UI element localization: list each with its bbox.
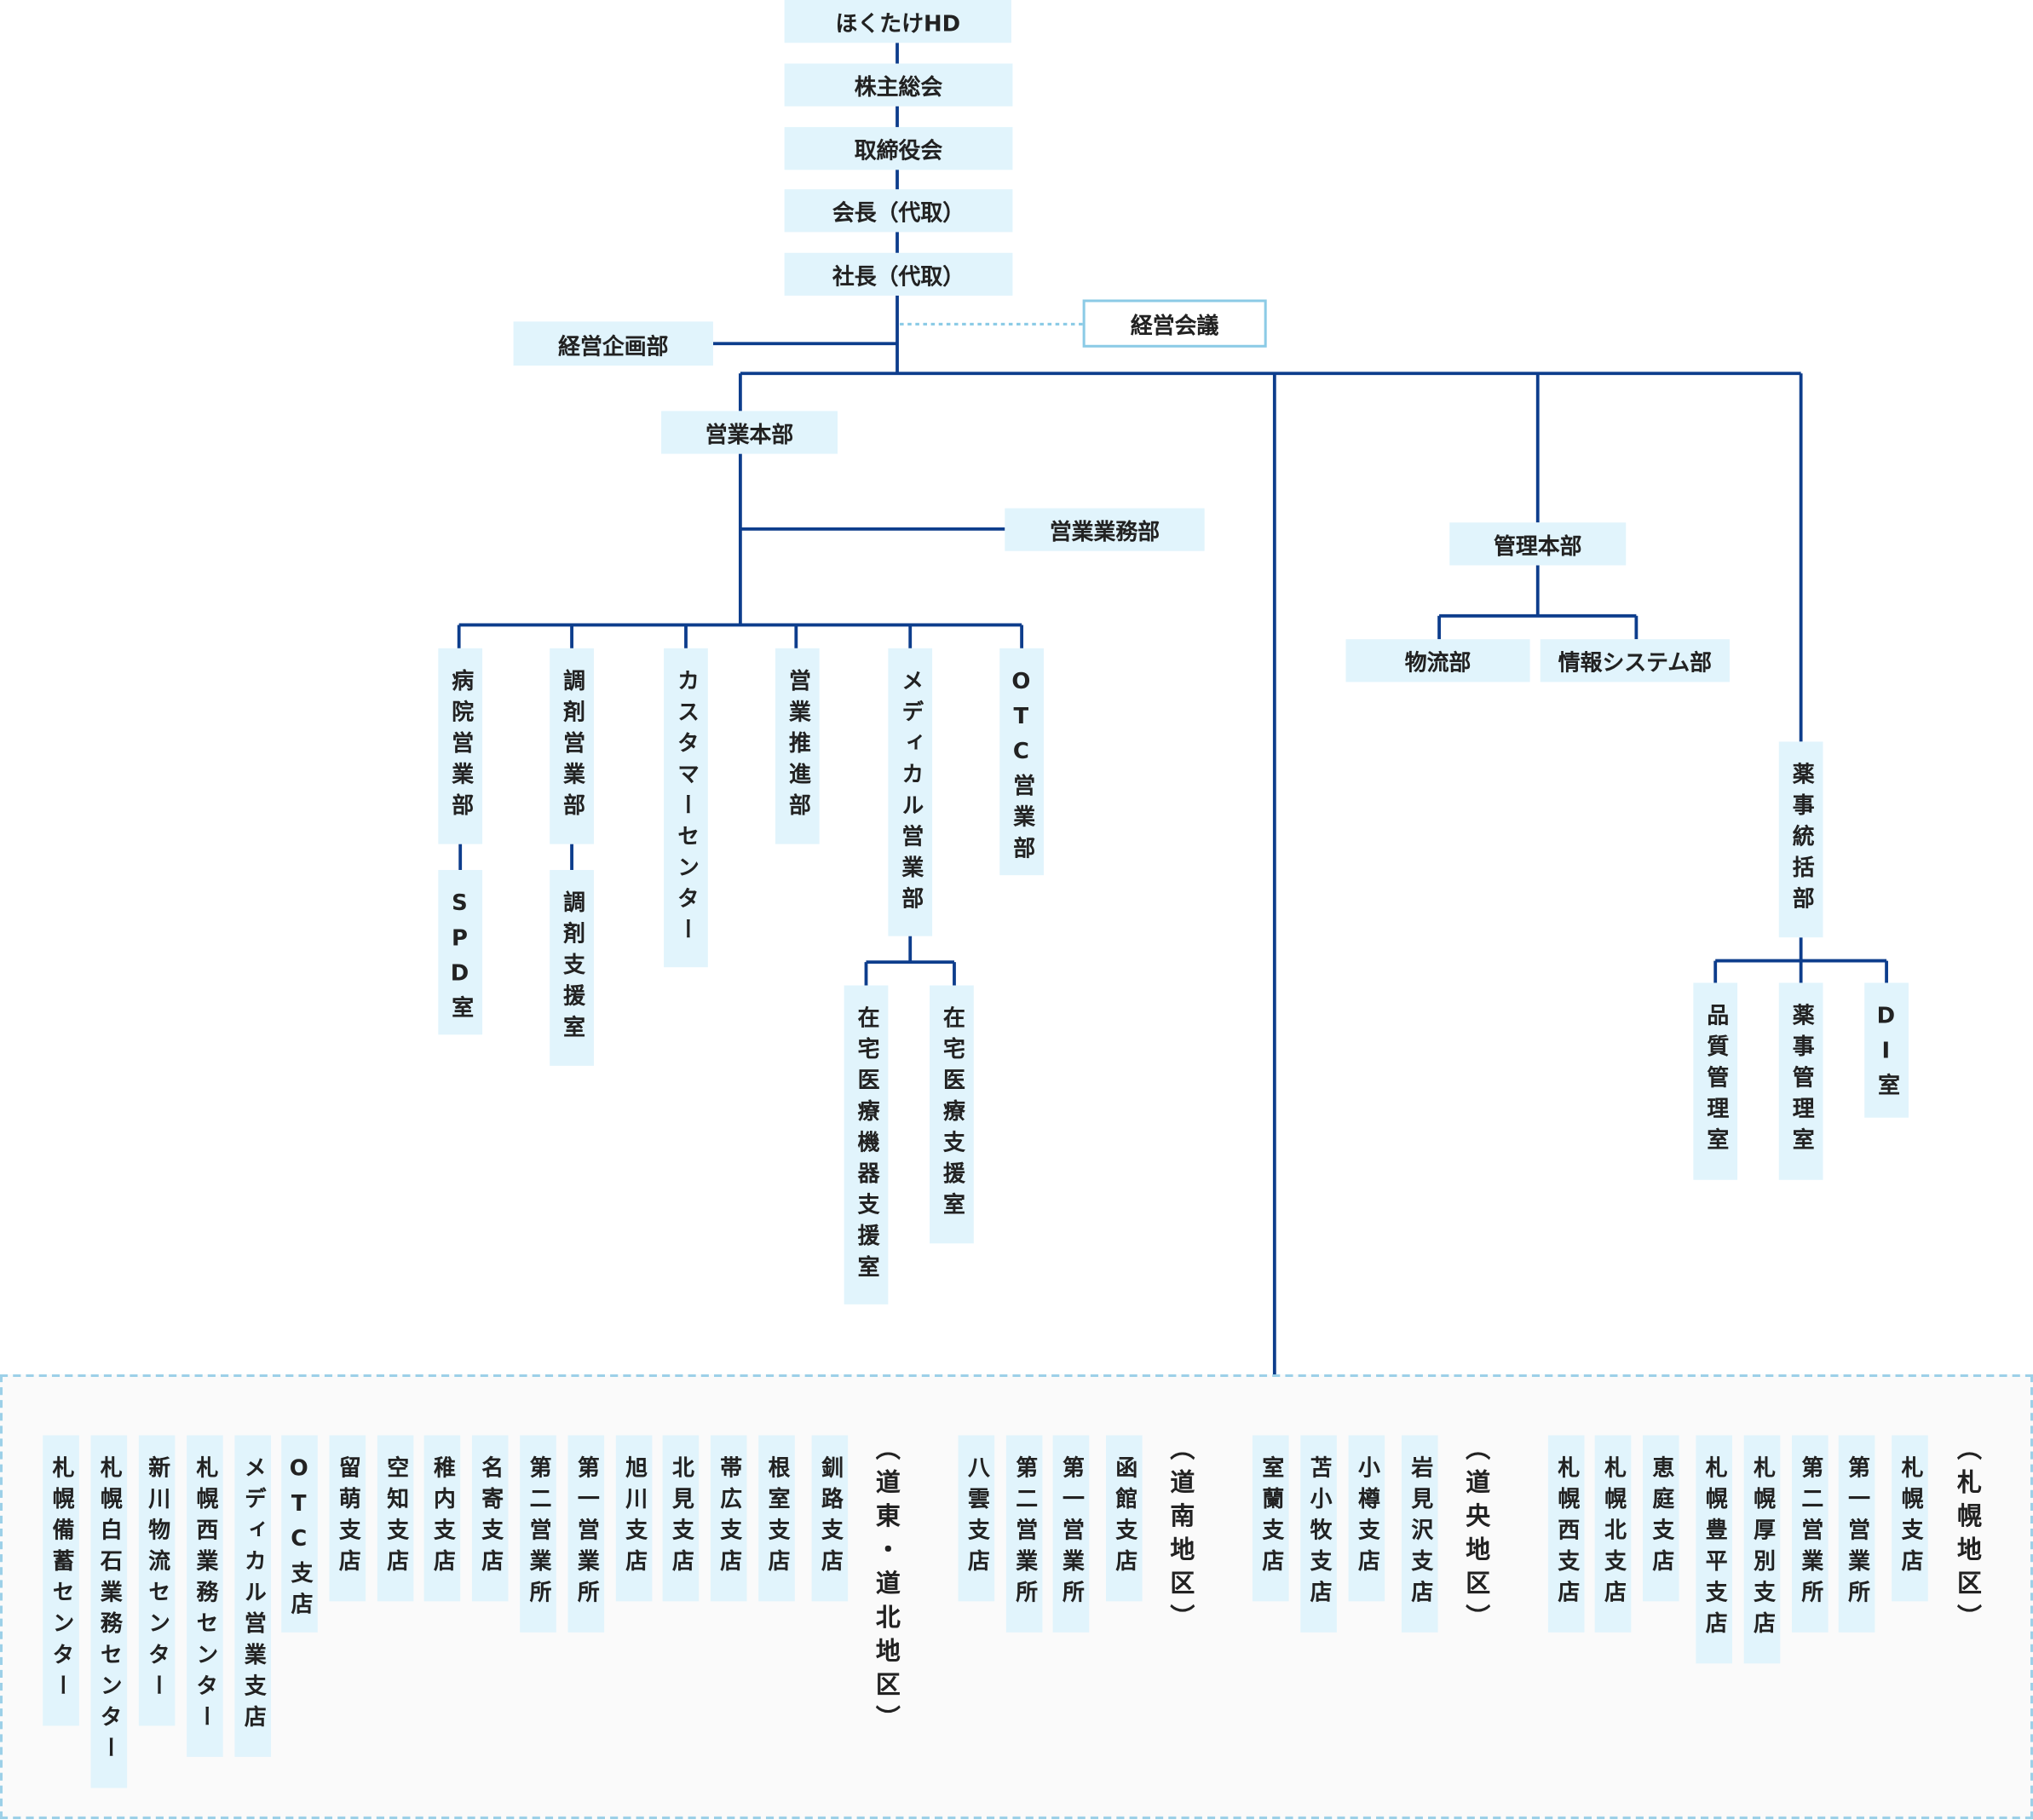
branch-node: 札幌北支店 [1594,1435,1632,1633]
node-sales-promotion: 営業推進部 [775,648,820,844]
branch-node: 稚内支店 [423,1435,461,1602]
node-logistics: 物流部 [1345,639,1530,682]
branch-node: 室蘭支店 [1252,1435,1289,1602]
branch-node: 空知支店 [377,1435,414,1602]
node-medical-sales: メディカル営業部 [888,648,933,936]
node-sales-ops: 営業業務部 [1005,508,1205,551]
branch-node: 釧路支店 [811,1435,849,1602]
node-otc-sales: OTC営業部 [999,648,1044,876]
node-planning-dept: 経営企画部 [513,321,713,366]
node-customer-center: カスタマーセンター [664,648,708,968]
branch-node: 札幌支店 [1892,1435,1928,1602]
branch-node: 第二営業所 [1005,1435,1043,1633]
region-label: （道央地区） [1461,1435,1491,1638]
node-hospital-sales: 病院営業部 [438,648,483,844]
branch-node: 北見支店 [662,1435,700,1602]
node-sales-hq: 営業本部 [661,411,838,454]
node-chairman: 会長（代取） [784,189,1013,233]
region-label: （道東・道北地区） [872,1435,901,1739]
branch-node: OTC支店 [281,1435,318,1633]
node-it: 情報システム部 [1540,639,1730,682]
branch-node: 岩見沢支店 [1401,1435,1438,1633]
node-shareholders-meeting: 株主総会 [784,63,1013,107]
branch-node: 第一営業所 [1838,1435,1875,1633]
branch-node: 小樽支店 [1348,1435,1385,1602]
node-quality: 品質管理室 [1693,982,1738,1180]
branch-node: 札幌豊平支店 [1696,1435,1732,1664]
node-dispensing-sales: 調剤営業部 [550,648,594,844]
branch-node: 札幌備蓄センター [43,1435,79,1726]
branch-node: 第一営業所 [567,1435,605,1633]
node-di: DI室 [1864,982,1909,1118]
branch-node: 旭川支店 [615,1435,653,1602]
branch-node: 札幌西支店 [1547,1435,1585,1633]
branch-node: 札幌西業務センター [187,1435,223,1757]
node-management-meeting: 経営会議 [1082,299,1267,348]
branch-node: 根室支店 [758,1435,795,1602]
branch-node: 名寄支店 [471,1435,509,1602]
branch-node: 札幌白石業務センター [90,1435,128,1788]
region-label: （札幌地区） [1953,1435,1982,1638]
node-admin-hq: 管理本部 [1449,522,1627,566]
branch-node: 八雲支店 [958,1435,995,1602]
branch-node: 第二営業所 [520,1435,556,1633]
region-label: （道南地区） [1166,1435,1195,1638]
branch-node: 新川物流センター [138,1435,176,1726]
branch-node: メディカル営業支店 [234,1435,272,1757]
node-pharma-affairs: 薬事管理室 [1778,982,1823,1180]
node-pharma-hq: 薬事統括部 [1778,741,1823,938]
branch-node: 苫小牧支店 [1300,1435,1337,1633]
branch-node: 留萌支店 [329,1435,366,1602]
node-dispensing-support: 調剤支援室 [550,870,594,1066]
branch-node: 札幌厚別支店 [1743,1435,1781,1664]
node-home-device-support: 在宅医療機器支援室 [844,985,889,1305]
branch-node: 第二営業所 [1791,1435,1829,1633]
node-hd: ほくたけHD [784,0,1011,43]
branch-node: 函館支店 [1106,1435,1143,1602]
branch-node: 帯広支店 [710,1435,747,1602]
node-board: 取締役会 [784,127,1013,170]
node-spd: SPD室 [438,870,483,1035]
branch-node: 恵庭支店 [1642,1435,1679,1602]
branch-node: 第一営業所 [1052,1435,1090,1633]
node-home-care-support: 在宅医療支援室 [930,985,974,1244]
node-president: 社長（代取） [784,252,1013,296]
